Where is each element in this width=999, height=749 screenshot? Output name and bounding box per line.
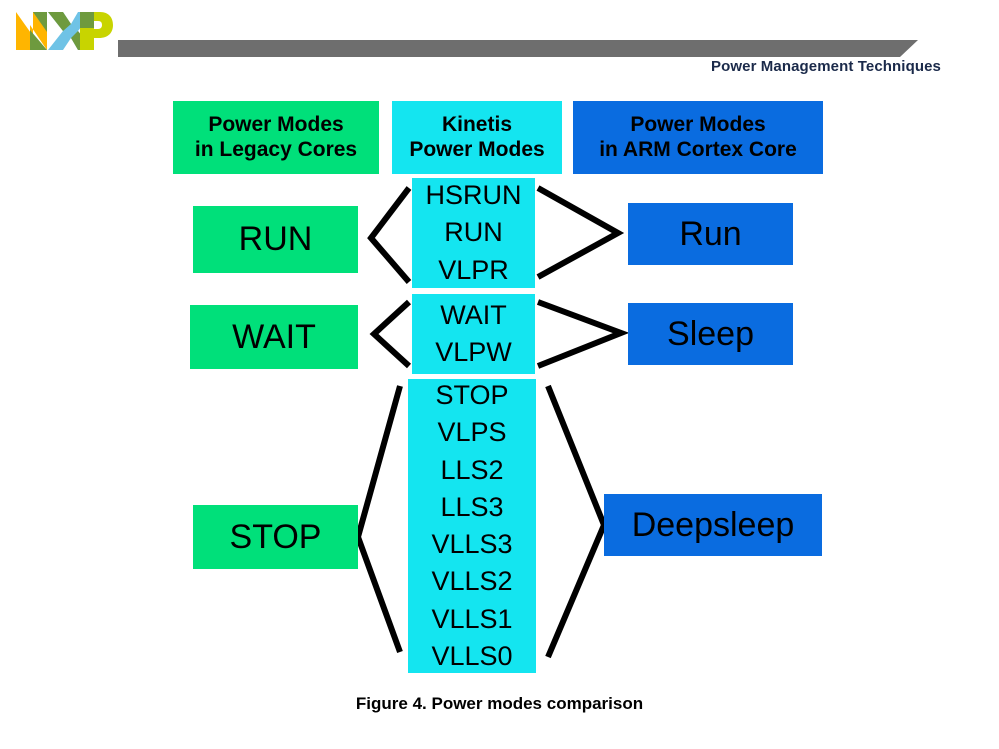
legacy-header-line-2: in Legacy Cores	[194, 137, 358, 161]
arm-mode-deepsleep-label: Deepsleep	[631, 505, 795, 544]
arm-mode-run-label: Run	[679, 214, 742, 253]
arm-mode-sleep: Sleep	[628, 303, 793, 365]
kinetis-header-line-1: Kinetis	[441, 112, 512, 136]
column-header-kinetis: Kinetis Power Modes	[392, 101, 562, 174]
kinetis-mode-wait: WAIT	[440, 299, 507, 330]
arm-header-line-1: Power Modes	[630, 112, 766, 136]
legacy-mode-run: RUN	[193, 206, 358, 273]
kinetis-mode-vlls3: VLLS3	[431, 529, 513, 559]
kinetis-header-line-2: Power Modes	[409, 137, 545, 161]
figure-caption: Figure 4. Power modes comparison	[355, 694, 644, 713]
kinetis-mode-vlpw: VLPW	[435, 337, 512, 367]
legacy-mode-stop-label: STOP	[229, 517, 322, 556]
legacy-mode-wait-label: WAIT	[232, 317, 316, 356]
kinetis-mode-lls3: LLS3	[440, 491, 504, 522]
legacy-mode-stop: STOP	[193, 505, 358, 569]
legacy-mode-wait: WAIT	[190, 305, 358, 369]
kinetis-mode-vlls2: VLLS2	[431, 566, 513, 597]
arm-mode-deepsleep: Deepsleep	[604, 494, 822, 556]
kinetis-mode-stop: STOP	[435, 380, 509, 410]
kinetis-mode-vlls1: VLLS1	[431, 603, 513, 634]
arm-header-line-2: in ARM Cortex Core	[599, 137, 797, 161]
kinetis-modes-stop-group: STOP VLPS LLS2 LLS3 VLLS3 VLLS2 VLLS1 VL…	[408, 379, 536, 673]
kinetis-mode-vlps: VLPS	[437, 417, 507, 448]
kinetis-mode-vlpr: VLPR	[438, 254, 509, 285]
page-title: Power Management Techniques	[711, 58, 941, 75]
nxp-logo	[14, 8, 114, 54]
kinetis-modes-wait-group: WAIT VLPW	[412, 294, 535, 374]
arm-mode-sleep-label: Sleep	[667, 314, 754, 353]
kinetis-mode-run: RUN	[444, 217, 503, 248]
kinetis-modes-run-group: HSRUN RUN VLPR	[412, 178, 535, 288]
kinetis-mode-hsrun: HSRUN	[425, 180, 522, 211]
header-accent-bar	[118, 40, 918, 57]
kinetis-mode-vlls0: VLLS0	[431, 640, 513, 671]
legacy-mode-run-label: RUN	[238, 220, 313, 258]
arm-mode-run: Run	[628, 203, 793, 265]
column-header-arm: Power Modes in ARM Cortex Core	[573, 101, 823, 174]
legacy-header-line-1: Power Modes	[208, 112, 344, 136]
column-header-legacy: Power Modes in Legacy Cores	[173, 101, 379, 174]
kinetis-mode-lls2: LLS2	[440, 454, 504, 485]
